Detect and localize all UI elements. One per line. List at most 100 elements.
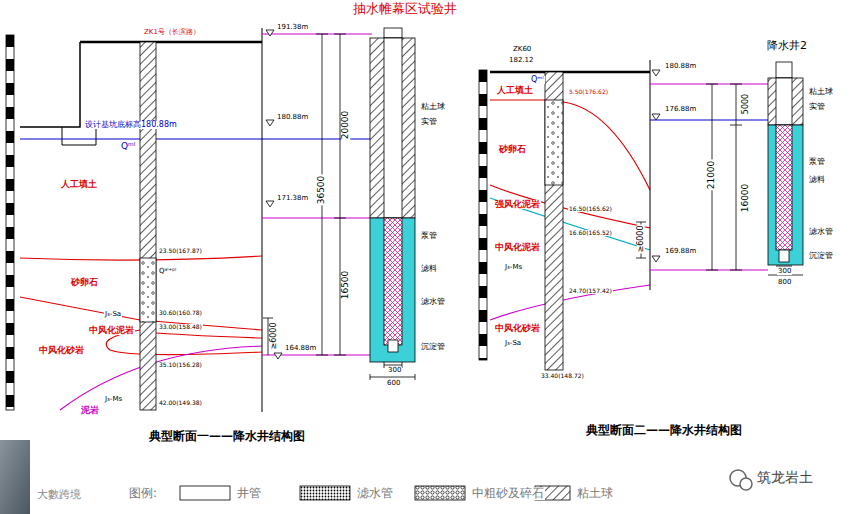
section-label: J₃-Ms <box>104 396 123 403</box>
section-label: 30.60(160.78) <box>158 310 203 316</box>
section-label: 24.70(157.42) <box>568 288 613 294</box>
section-label: 42.00(149.38) <box>158 400 203 406</box>
ruler-segment <box>479 238 487 250</box>
level-line <box>650 84 768 270</box>
section-label: 泵管 <box>808 158 826 166</box>
ruler-segment <box>6 179 14 191</box>
reference-line <box>650 60 651 290</box>
ruler-segment <box>6 371 14 383</box>
section-label: 16500 <box>341 270 350 301</box>
section-label: 21000 <box>707 160 716 191</box>
section-label: 176.88m <box>664 106 697 113</box>
section-label: 182.12 <box>508 57 535 64</box>
ground-line <box>80 41 262 44</box>
section-label: 180.88m <box>664 63 697 70</box>
stratum-line <box>490 185 650 228</box>
pit-outline <box>62 127 96 145</box>
borehole-column <box>545 72 563 370</box>
ruler-segment <box>6 155 14 167</box>
clay-ball-seal <box>370 38 415 218</box>
building-photo <box>0 440 30 514</box>
section-label: 171.38m <box>276 195 309 202</box>
ruler-segment <box>479 166 487 178</box>
section-label: ≥6000 <box>270 321 278 350</box>
borehole-column <box>140 42 156 410</box>
dimension-line <box>263 34 346 355</box>
section-label: J₃-Ms <box>504 264 523 271</box>
section-label: J₃-Sa <box>504 340 522 347</box>
section-label: 人工填土 <box>60 180 98 189</box>
well-pipe <box>776 78 792 125</box>
section-label: 300 <box>777 268 792 275</box>
legend-swatch <box>300 486 350 500</box>
section-label: 5000 <box>742 93 750 115</box>
section-label: 20000 <box>341 110 350 141</box>
section-label: 5.50(176.62) <box>568 89 609 95</box>
well-pipe <box>384 38 402 218</box>
stratum-line <box>490 285 650 320</box>
section-label: 800 <box>777 279 792 286</box>
ground-step <box>20 42 80 127</box>
gravel-fill <box>545 100 563 185</box>
section-label: 191.38m <box>276 24 309 31</box>
section-label: 滤料 <box>808 176 826 184</box>
ruler-segment <box>479 310 487 322</box>
pipe-top <box>776 62 792 78</box>
section-label: 23.50(167.87) <box>158 248 203 254</box>
stratum-line <box>490 99 545 100</box>
section-label: 抽水帷幕区试验井 <box>352 2 458 16</box>
elevation-ruler <box>6 35 487 410</box>
section-label: 大數跨境 <box>36 489 82 501</box>
section-label: 169.88m <box>664 248 697 255</box>
ruler-frame <box>479 70 487 360</box>
section-label: 300 <box>387 367 402 374</box>
section-label: Qᵐˡ <box>120 142 136 151</box>
section-label: 降水井2 <box>766 40 808 52</box>
section-label: 16.50(165.62) <box>568 206 613 212</box>
ruler-segment <box>479 358 487 360</box>
dimension-line <box>768 266 803 275</box>
reference-line <box>262 28 263 412</box>
ruler-segment <box>479 118 487 130</box>
section-label: 滤水管 <box>808 228 834 236</box>
section-label: 沉淀管 <box>420 343 446 351</box>
section-label: 16000 <box>741 183 750 214</box>
section-label: 中风化砂岩 <box>38 346 85 355</box>
ruler-segment <box>479 286 487 298</box>
section-label: 滤水管 <box>420 298 446 306</box>
ruler-segment <box>6 395 14 407</box>
section-label: 中风化泥岩 <box>88 326 135 335</box>
dimension-line <box>370 362 415 380</box>
section-label: 沉淀管 <box>808 252 834 260</box>
section-label: 600 <box>386 380 401 387</box>
section-label: 35.10(156.28) <box>158 362 203 368</box>
section-label: 人工填土 <box>496 86 534 95</box>
legend-swatch <box>180 486 230 500</box>
ruler-segment <box>6 323 14 335</box>
stratum-line <box>156 333 262 338</box>
wechat-icon <box>740 478 752 490</box>
section-label: Qᵐˡ <box>530 76 545 84</box>
legend-swatch <box>415 486 465 500</box>
legend-label: 滤水管 <box>356 487 394 500</box>
filter-gravel <box>370 218 415 362</box>
sediment-pipe <box>779 250 789 262</box>
sediment-pipe <box>388 340 398 352</box>
ruler-segment <box>479 70 487 82</box>
ruler-segment <box>6 299 14 311</box>
filter-pipe <box>776 125 792 250</box>
ruler-segment <box>6 251 14 263</box>
section-label: J₃-Sa <box>104 311 122 318</box>
legend-label: 井管 <box>236 487 262 500</box>
section-label: 砂卵石 <box>70 278 99 287</box>
ground-line <box>490 71 650 74</box>
filter-pipe <box>384 218 402 345</box>
ruler-segment <box>6 347 14 359</box>
section-label: 164.88m <box>284 345 317 352</box>
dimension-line <box>636 84 742 270</box>
section-label: 筑龙岩土 <box>756 470 814 485</box>
section-label: ≥6000 <box>637 224 645 253</box>
stratum-line <box>60 346 262 410</box>
section-label: 中风化砂岩 <box>494 324 541 333</box>
clay-ball-seal <box>768 78 803 125</box>
